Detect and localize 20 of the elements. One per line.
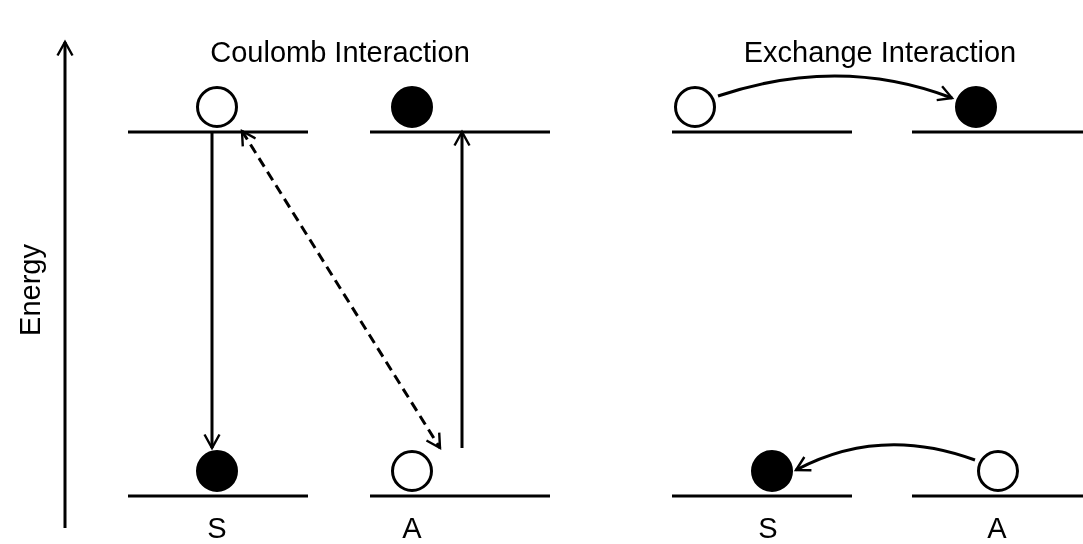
filled-electron-circle	[751, 450, 793, 492]
arrow	[203, 132, 221, 450]
arrow	[453, 130, 471, 448]
empty-electron-circle	[674, 86, 716, 128]
filled-electron-circle	[391, 86, 433, 128]
empty-electron-circle	[977, 450, 1019, 492]
filled-electron-circle	[196, 450, 238, 492]
state-label: S	[207, 514, 227, 543]
filled-electron-circle	[955, 86, 997, 128]
state-label: S	[758, 514, 778, 543]
empty-electron-circle	[196, 86, 238, 128]
axis-label: Energy	[15, 244, 45, 336]
heading: Coulomb Interaction	[210, 38, 470, 67]
double-headed-arrow	[240, 129, 442, 450]
arrow	[794, 443, 976, 472]
empty-electron-circle	[391, 450, 433, 492]
state-label: A	[402, 514, 422, 543]
arrow	[717, 74, 954, 102]
heading: Exchange Interaction	[743, 38, 1017, 67]
state-label: A	[987, 514, 1007, 543]
